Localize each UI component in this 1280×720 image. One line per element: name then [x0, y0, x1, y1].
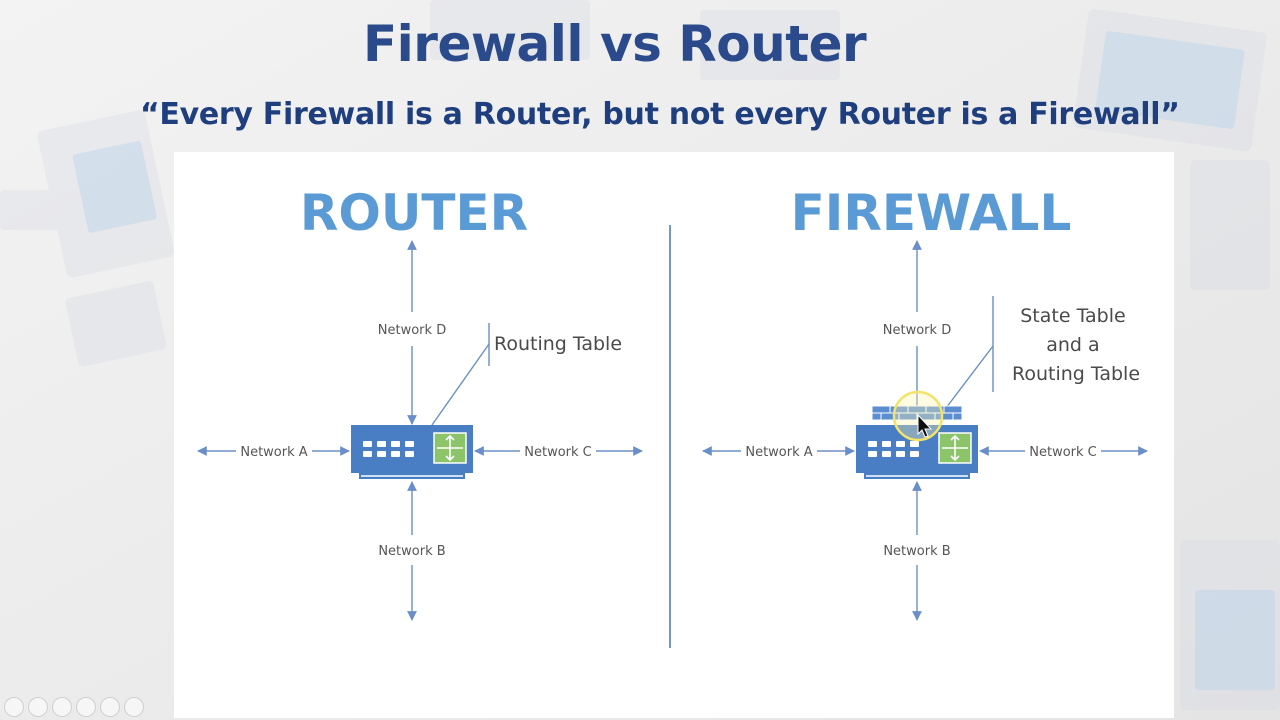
- firewall-network-right-label: Network C: [1029, 445, 1097, 460]
- next-icon[interactable]: [28, 697, 48, 717]
- firewall-table-label-line-2: and a: [1046, 334, 1099, 356]
- router-section: ROUTER Network D Network A Network C Net…: [197, 184, 643, 621]
- more-icon[interactable]: [124, 697, 144, 717]
- pen-icon[interactable]: [52, 697, 72, 717]
- router-device-icon: [351, 425, 473, 479]
- router-network-right-label: Network C: [524, 445, 592, 460]
- slides-icon[interactable]: [76, 697, 96, 717]
- router-callout-leader: [431, 343, 490, 426]
- firewall-network-left-label: Network A: [745, 445, 812, 460]
- router-network-bottom-label: Network B: [378, 544, 445, 559]
- router-table-label: Routing Table: [494, 333, 622, 355]
- slide-quote: “Every Firewall is a Router, but not eve…: [140, 97, 1180, 132]
- zoom-icon[interactable]: [100, 697, 120, 717]
- slideshow-controls: [4, 697, 144, 717]
- router-network-left-label: Network A: [240, 445, 307, 460]
- router-network-top-label: Network D: [378, 323, 446, 338]
- firewall-device-icon: [856, 405, 978, 479]
- firewall-section: FIREWALL Network D Network A Network C N…: [702, 184, 1148, 621]
- firewall-table-label: State Table and a Routing Table: [1012, 305, 1140, 385]
- firewall-heading: FIREWALL: [791, 184, 1072, 242]
- mouse-cursor-icon: [892, 390, 944, 442]
- firewall-table-label-line-3: Routing Table: [1012, 363, 1140, 385]
- firewall-table-label-line-1: State Table: [1020, 305, 1125, 327]
- firewall-network-bottom-label: Network B: [883, 544, 950, 559]
- router-heading: ROUTER: [300, 184, 528, 242]
- firewall-network-top-label: Network D: [883, 323, 951, 338]
- firewall-callout-leader: [945, 345, 994, 409]
- diagram-panel: [174, 152, 1174, 718]
- slide-title: Firewall vs Router: [363, 15, 867, 73]
- brick-wall-icon: [871, 405, 963, 421]
- previous-icon[interactable]: [4, 697, 24, 717]
